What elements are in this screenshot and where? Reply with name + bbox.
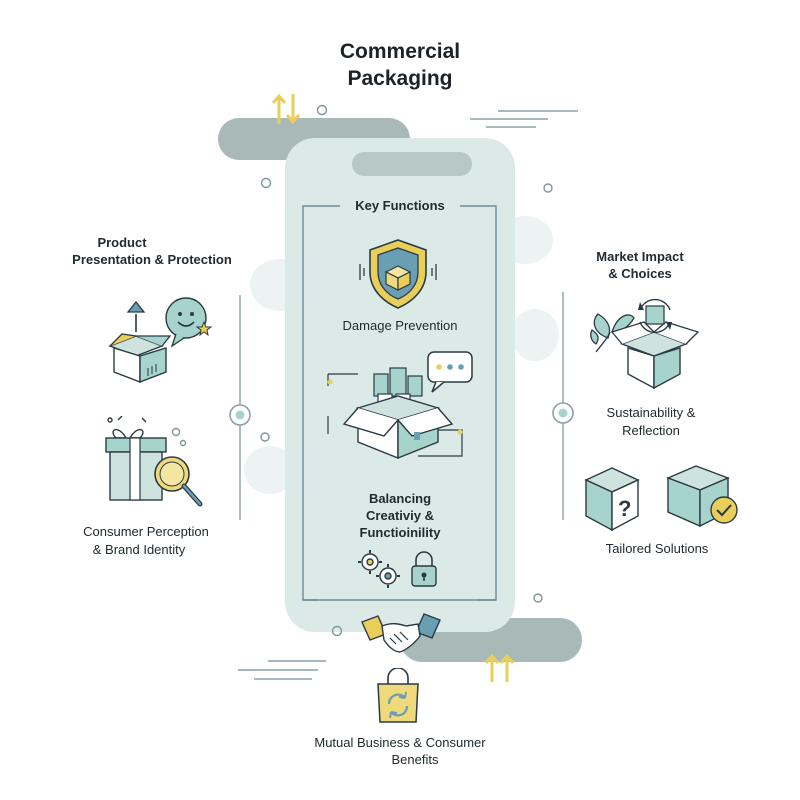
gear-icon (361, 553, 397, 585)
damage-prevention-label: Damage Prevention (342, 318, 458, 333)
gift-magnifier-icon (105, 416, 203, 507)
mutual-line-2: Benefits (391, 752, 439, 767)
approved-box-icon (666, 465, 738, 528)
check-icon (710, 496, 738, 524)
shopping-bag-icon (377, 668, 419, 723)
product-line-1: Product (97, 235, 147, 250)
market-line-1: Market Impact (596, 249, 684, 264)
mutual-benefits-label: Mutual Business & Consumer Benefits (270, 734, 530, 768)
leaf-icon (590, 313, 635, 345)
balancing-line-2: Creativiy & (366, 508, 434, 523)
sustain-line-2: Reflection (622, 423, 680, 438)
open-box-icon (327, 351, 473, 460)
market-line-2: & Choices (608, 266, 672, 281)
key-functions-header: Key Functions (355, 198, 445, 213)
market-impact-label: Market Impact & Choices (580, 248, 700, 282)
consumer-line-1: Consumer Perception (83, 524, 209, 539)
smiley-icon (165, 297, 207, 348)
left-connector-dot (235, 410, 245, 420)
mystery-box-icon: ? (584, 467, 640, 532)
mutual-line-1: Mutual Business & Consumer (314, 735, 486, 750)
inner-frame (302, 205, 497, 601)
balancing-line-1: Balancing (368, 491, 432, 506)
product-presentation-label: Product Presentation & Protection (60, 234, 244, 268)
diagram-title: Commercial Packaging (250, 38, 550, 92)
balancing-label: Balancing Creativiy & Functioinility (320, 490, 480, 541)
box-face-icon (108, 297, 213, 384)
sustain-line-1: Sustainability & (606, 405, 696, 420)
sustainability-label: Sustainability & Reflection (586, 404, 716, 440)
decor-lines (238, 110, 578, 680)
lock-icon (411, 551, 437, 587)
svg-text:?: ? (618, 496, 631, 521)
product-line-2: Presentation & Protection (72, 252, 232, 267)
decor-circles (171, 104, 553, 637)
bottom-arrows-icon (484, 653, 515, 682)
shield-icon (359, 239, 437, 309)
phone-speaker (352, 152, 472, 176)
handshake-icon (361, 613, 441, 653)
gears-lock-icon (358, 550, 437, 588)
balancing-line-3: Functioinility (359, 525, 441, 540)
star-icon (195, 320, 213, 337)
consumer-line-2: & Brand Identity (92, 542, 186, 557)
tailored-solutions-label: Tailored Solutions (605, 541, 709, 556)
chat-bubble-icon (427, 351, 473, 393)
title-line-1: Commercial (339, 40, 461, 63)
top-arrows-icon (271, 93, 301, 125)
title-line-2: Packaging (347, 67, 453, 90)
sustainable-box-icon (590, 298, 700, 390)
consumer-perception-label: Consumer Perception & Brand Identity (66, 523, 226, 559)
right-connector-dot (558, 408, 568, 418)
